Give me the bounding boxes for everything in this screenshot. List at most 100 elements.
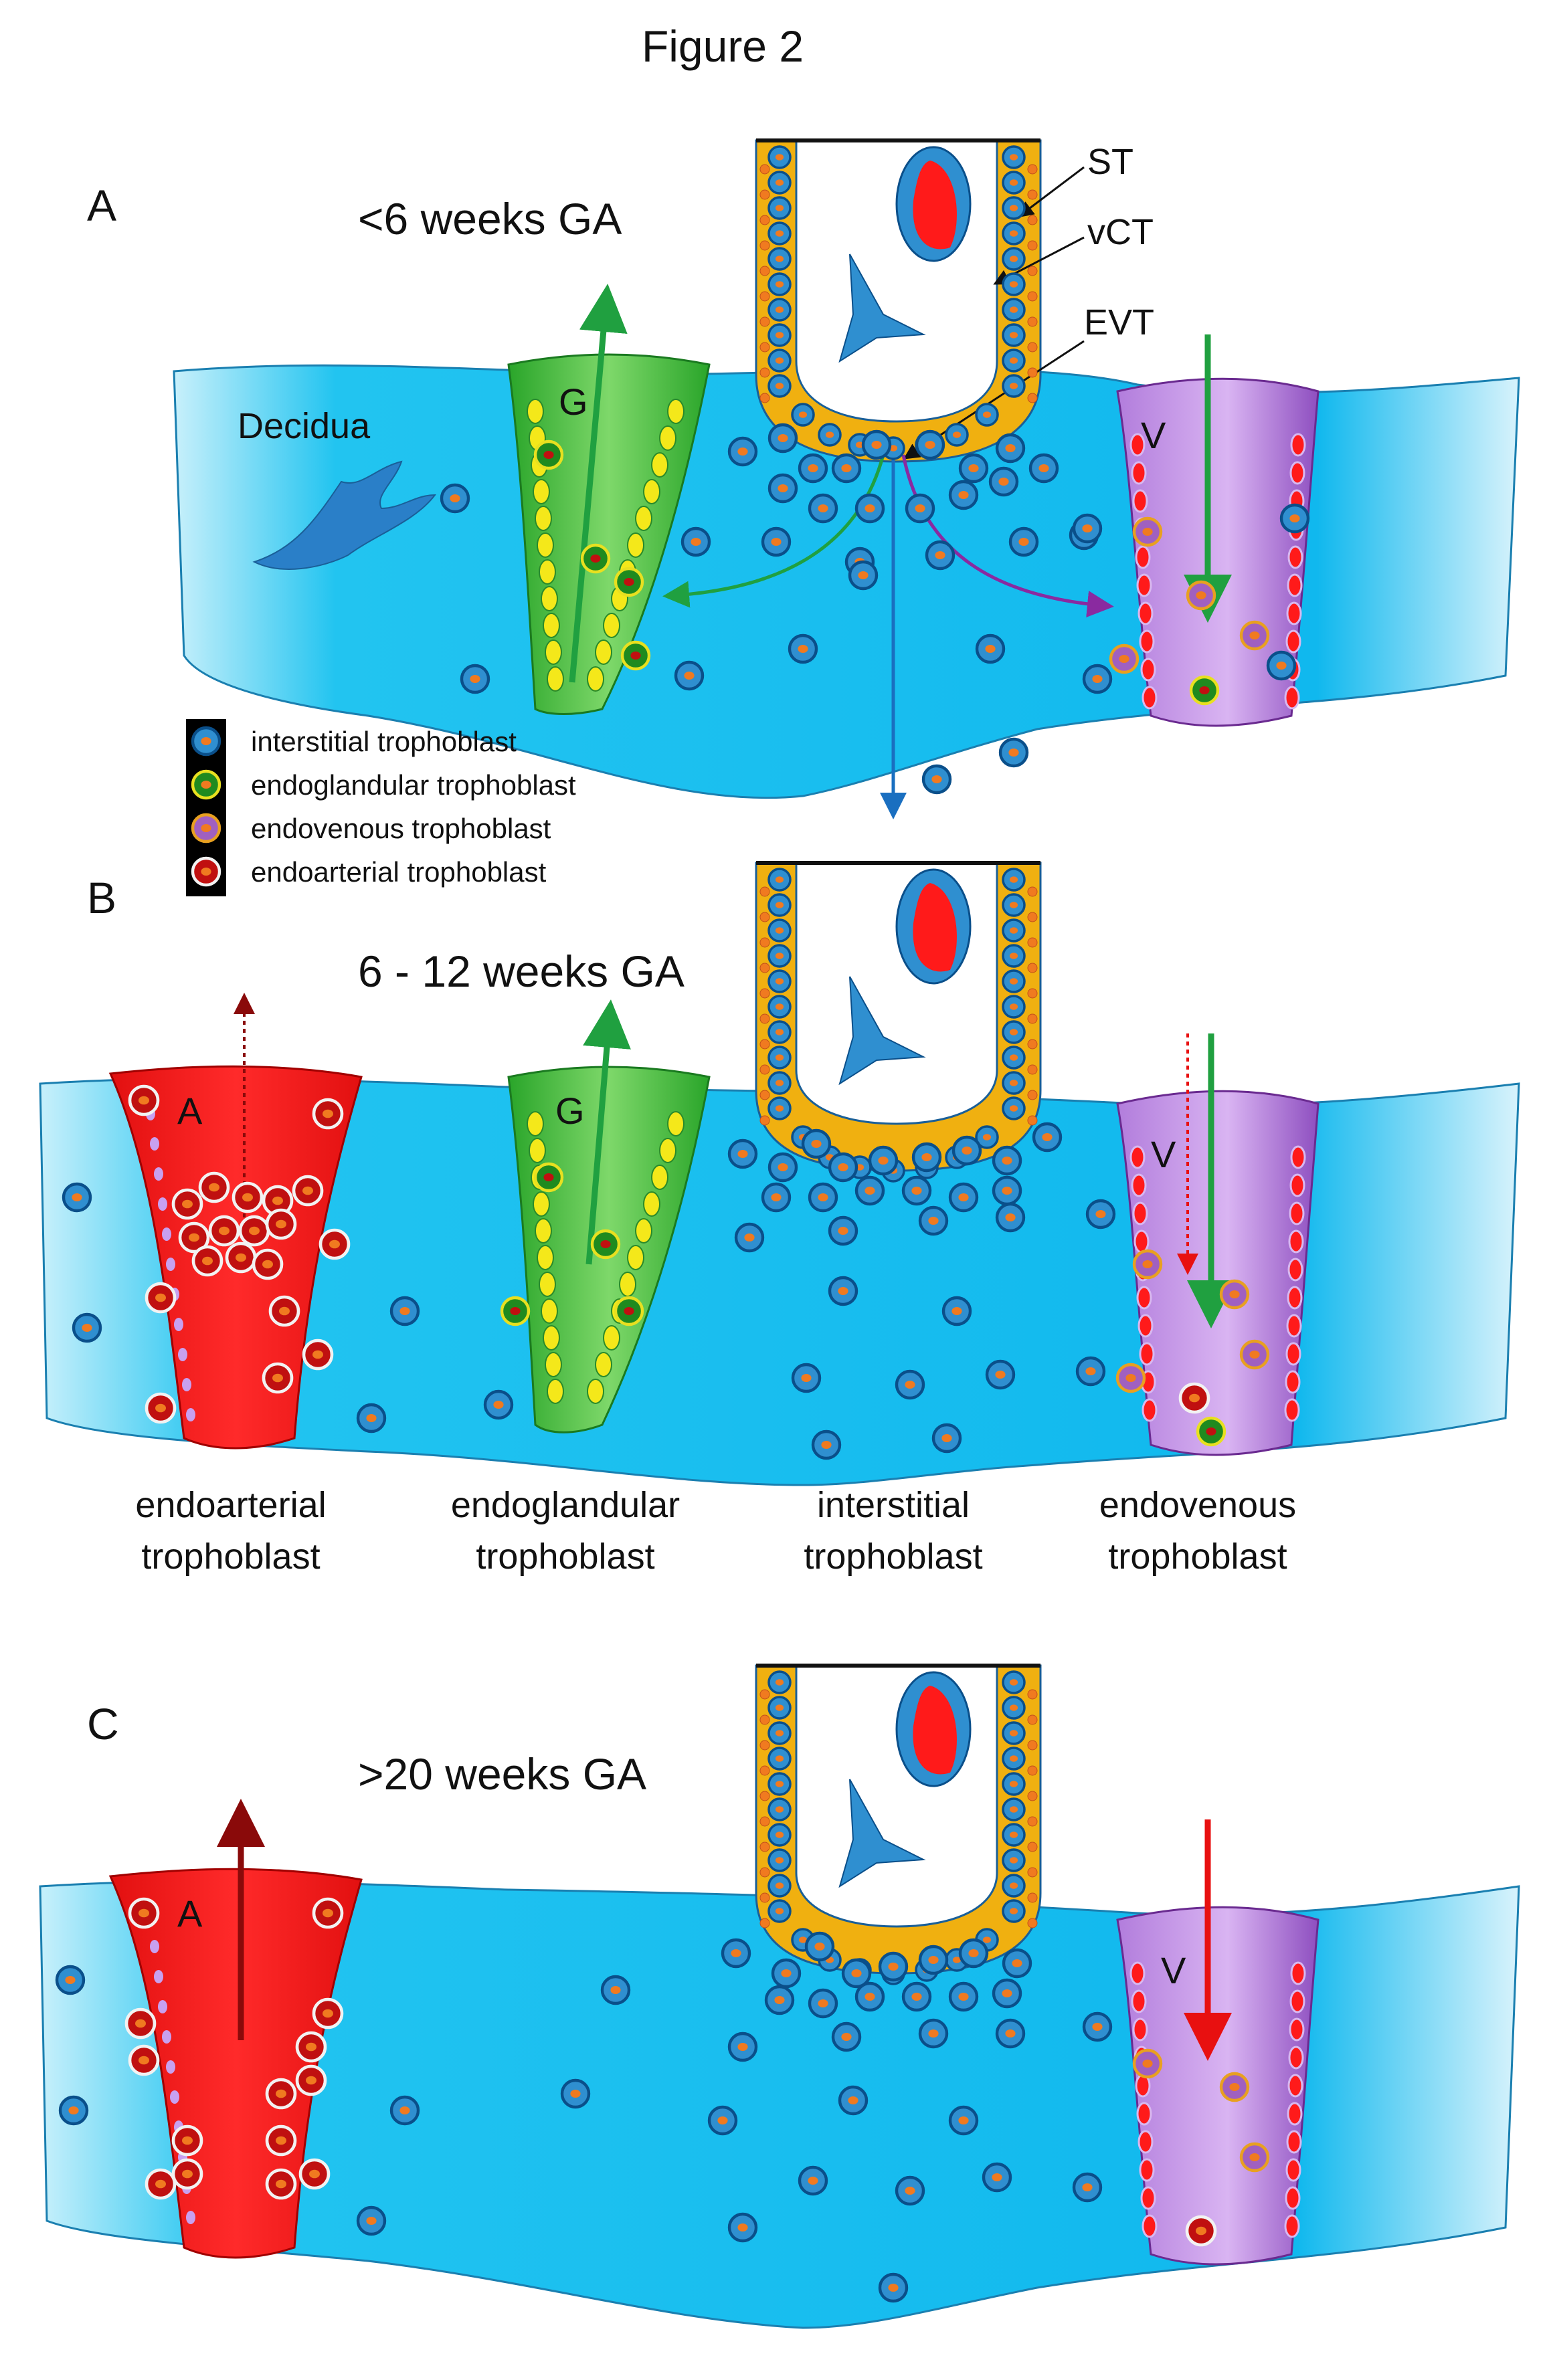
villous-cytotrophoblast-nucleus xyxy=(775,256,784,262)
caption-endovenous-line1: endovenous xyxy=(1099,1485,1296,1525)
villous-cytotrophoblast-nucleus xyxy=(775,1781,784,1787)
gland-epithelial-cell xyxy=(603,613,620,638)
gland-epithelial-cell xyxy=(533,1191,550,1217)
interstitial-cell-nucleus xyxy=(1085,1367,1096,1375)
interstitial-cell-nucleus xyxy=(1276,662,1287,670)
artery-endothelial-cell xyxy=(150,1940,159,1953)
gland-epithelial-cell xyxy=(533,479,550,504)
panel-a: A <6 weeks GA Decidua G V ST vCT EVT xyxy=(87,138,1520,896)
villous-cytotrophoblast-nucleus xyxy=(775,1003,784,1010)
endoglandular-cell-nucleus xyxy=(510,1307,521,1315)
vein-endothelial-cell xyxy=(1139,2158,1155,2182)
st-pointer xyxy=(1017,166,1085,218)
interstitial-cell-nucleus xyxy=(995,1371,1006,1379)
interstitial-cell-nucleus xyxy=(858,571,869,579)
syncytio-nucleus xyxy=(759,291,770,302)
gland-epithelial-cell xyxy=(547,666,564,692)
vein-endothelial-cell xyxy=(1287,1258,1303,1282)
endovenous-cell-nucleus xyxy=(1125,1374,1136,1382)
vein-endothelial-cell xyxy=(1140,2186,1156,2210)
syncytio-nucleus xyxy=(759,912,770,922)
vein-endothelial-cell xyxy=(1136,1286,1152,1310)
syncytio-nucleus xyxy=(759,189,770,200)
vein-endothelial-cell xyxy=(1132,1201,1148,1225)
vein-endothelial-cell xyxy=(1140,658,1156,682)
gland-epithelial-cell xyxy=(537,1245,554,1270)
legend-label-2: endovenous trophoblast xyxy=(251,813,551,844)
interstitial-cell-nucleus xyxy=(905,2187,915,2195)
vein-endothelial-cell xyxy=(1129,1145,1146,1169)
vein-endothelial-cell xyxy=(1289,2017,1305,2042)
villous-cytotrophoblast-nucleus xyxy=(1009,1029,1018,1035)
interstitial-cell-nucleus xyxy=(1012,1959,1022,1967)
legend-label-0: interstitial trophoblast xyxy=(251,726,517,757)
villous-cytotrophoblast-nucleus xyxy=(952,431,962,438)
villous-cytotrophoblast-nucleus xyxy=(775,1882,784,1889)
artery-label-b: A xyxy=(177,1090,203,1132)
gland-epithelial-cell xyxy=(659,425,676,451)
endoglandular-cell-nucleus xyxy=(624,578,634,586)
interstitial-cell-nucleus xyxy=(1005,2029,1016,2038)
legend-swatch-3-nucleus xyxy=(201,868,211,876)
syncytio-nucleus xyxy=(759,937,770,948)
endoarterial-cell-nucleus xyxy=(272,1373,283,1383)
vein-endothelial-cell xyxy=(1287,545,1303,569)
villous-cytotrophoblast-nucleus xyxy=(1009,332,1018,338)
interstitial-cell-nucleus xyxy=(570,2090,581,2098)
villous-cytotrophoblast-nucleus xyxy=(1009,902,1018,908)
gland-epithelial-cell xyxy=(541,1298,558,1324)
villous-cytotrophoblast-nucleus xyxy=(1009,1806,1018,1813)
syncytio-nucleus xyxy=(1027,1039,1038,1050)
gland-epithelial-cell xyxy=(659,1138,676,1163)
gland-epithelial-cell xyxy=(537,532,554,558)
villous-cytotrophoblast-nucleus xyxy=(775,230,784,237)
endoarterial-cell-nucleus xyxy=(272,1196,283,1205)
interstitial-cell-nucleus xyxy=(958,1193,969,1201)
endoglandular-cell-nucleus xyxy=(630,652,641,660)
gland-epithelial-cell xyxy=(595,1352,612,1377)
interstitial-cell-nucleus xyxy=(888,2284,899,2292)
vein-endothelial-cell xyxy=(1290,1145,1306,1169)
interstitial-cell-nucleus xyxy=(808,464,818,472)
villous-cytotrophoblast-nucleus xyxy=(1009,1781,1018,1787)
endoglandular-cell-in-vein-nucleus xyxy=(1199,686,1210,694)
interstitial-cell-nucleus xyxy=(871,441,882,449)
vein-label-b: V xyxy=(1151,1133,1176,1175)
syncytio-nucleus xyxy=(759,988,770,999)
gland-epithelial-cell xyxy=(587,666,604,692)
syncytio-nucleus xyxy=(759,1064,770,1075)
endoglandular-cell-nucleus xyxy=(600,1240,611,1248)
villous-cytotrophoblast-nucleus xyxy=(1009,953,1018,959)
villous-cytotrophoblast-nucleus xyxy=(775,383,784,389)
gland-epithelial-cell xyxy=(635,1218,652,1244)
endoarterial-cell-nucleus xyxy=(139,2056,149,2065)
syncytio-nucleus xyxy=(1027,1740,1038,1751)
endovenous-cell-nucleus xyxy=(1142,1260,1153,1268)
fetal-rbc-a xyxy=(913,161,957,250)
villous-cytotrophoblast-nucleus xyxy=(775,1105,784,1112)
villous-cytotrophoblast-nucleus xyxy=(1009,1003,1018,1010)
interstitial-cell-nucleus xyxy=(941,1434,952,1442)
figure-title: Figure 2 xyxy=(642,21,804,71)
villous-cytotrophoblast-nucleus xyxy=(775,902,784,908)
endovenous-cell-nucleus xyxy=(1229,2083,1240,2091)
villous-cytotrophoblast-nucleus xyxy=(1009,1054,1018,1061)
villus-stromal-cell-b xyxy=(838,976,926,1086)
artery-endothelial-cell xyxy=(154,1167,163,1181)
vein-endothelial-cell xyxy=(1289,461,1305,485)
vein-endothelial-cell xyxy=(1284,686,1300,710)
artery-endothelial-cell xyxy=(158,1197,167,1211)
villous-cytotrophoblast-nucleus xyxy=(1009,383,1018,389)
vein-endothelial-cell xyxy=(1132,489,1148,513)
syncytio-nucleus xyxy=(1027,189,1038,200)
gland-epithelial-cell xyxy=(643,1191,660,1217)
villous-cytotrophoblast-nucleus xyxy=(1009,1080,1018,1086)
fetal-rbc-b xyxy=(913,883,957,972)
endoarterial-cell-in-vein-nucleus xyxy=(1189,1393,1200,1403)
vein-endothelial-cell xyxy=(1285,629,1301,654)
villous-cytotrophoblast-nucleus xyxy=(775,1029,784,1035)
interstitial-cell-nucleus xyxy=(962,1147,972,1155)
interstitial-cell-nucleus xyxy=(878,1157,889,1165)
flow-arrow-gland-a xyxy=(569,284,628,683)
